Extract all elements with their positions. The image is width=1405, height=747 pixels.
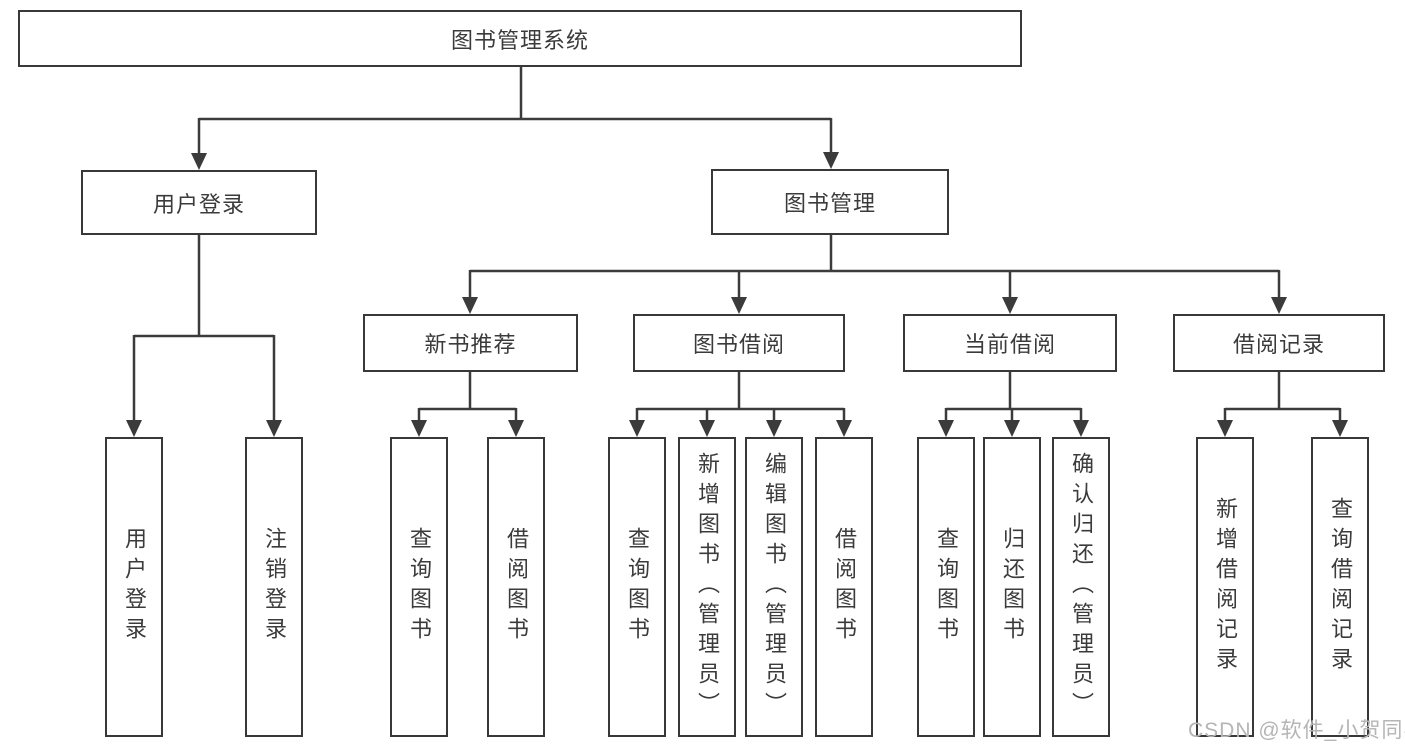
leaf-add-books-admin: 新增图书（管理员） [678,437,736,737]
leaf-logout: 注销登录 [245,437,303,737]
leaf-confirm-return-admin: 确认归还（管理员） [1052,437,1110,737]
node-borrowing-records: 借阅记录 [1173,314,1385,372]
leaf-borrow-books-borrowing: 借阅图书 [815,437,873,737]
leaf-query-borrow-record: 查询借阅记录 [1311,437,1369,737]
leaf-query-books-current: 查询图书 [917,437,975,737]
leaf-return-books: 归还图书 [983,437,1041,737]
node-user-login: 用户登录 [81,170,317,235]
arrowheads [126,152,1348,437]
leaf-add-borrow-record: 新增借阅记录 [1196,437,1254,737]
node-library-management-system: 图书管理系统 [18,10,1022,67]
leaf-query-books-recommend: 查询图书 [390,437,448,737]
node-book-borrowing: 图书借阅 [633,314,845,372]
node-new-book-recommendation: 新书推荐 [363,314,578,372]
node-current-borrowing: 当前借阅 [903,314,1117,372]
leaf-user-login: 用户登录 [105,437,163,737]
leaf-borrow-books-recommend: 借阅图书 [487,437,545,737]
leaf-query-books-borrowing: 查询图书 [608,437,666,737]
node-book-management: 图书管理 [711,169,949,235]
watermark: CSDN @软件_小贺同学 [1188,719,1405,742]
leaf-edit-books-admin: 编辑图书（管理员） [745,437,803,737]
